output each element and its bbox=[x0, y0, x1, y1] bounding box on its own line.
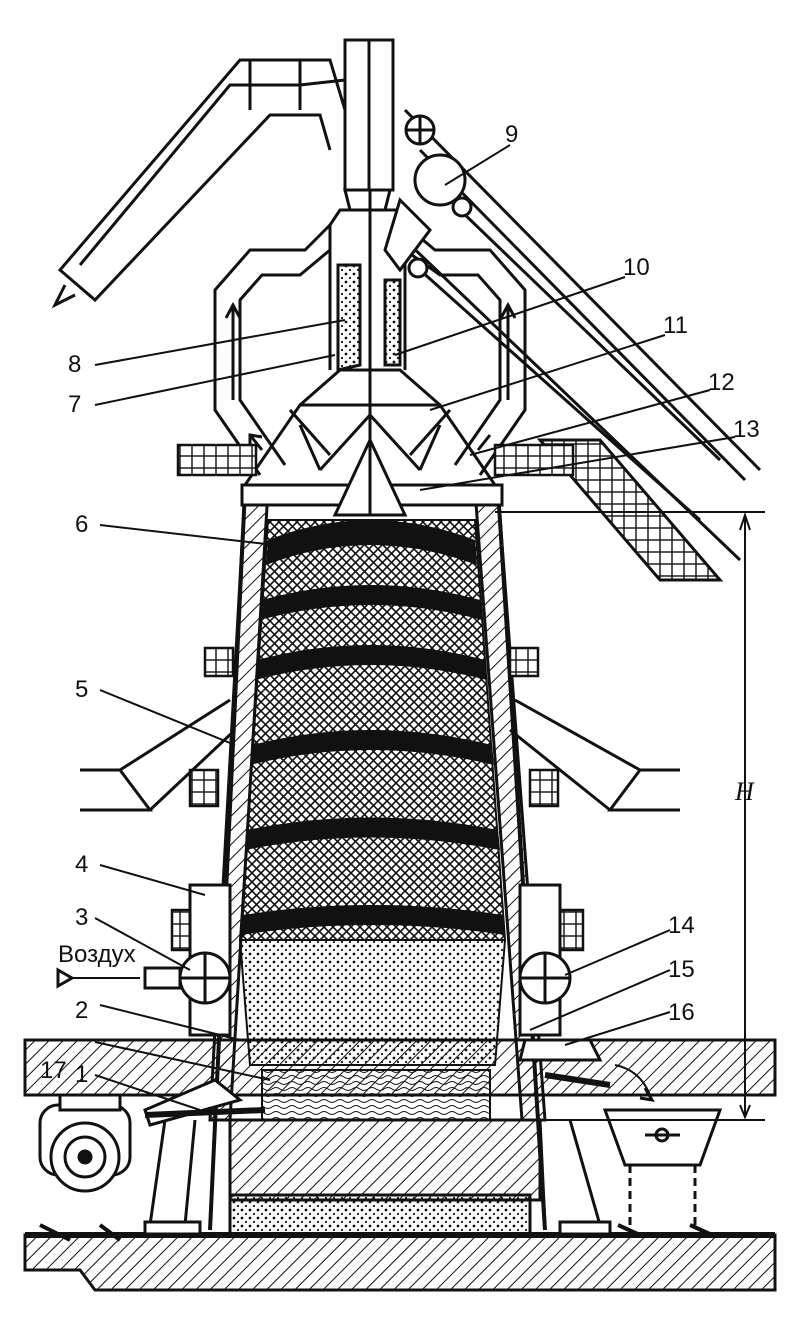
label-12: 12 bbox=[708, 369, 735, 396]
tapping-machine bbox=[38, 1078, 266, 1242]
label-8: 8 bbox=[68, 351, 81, 378]
label-5: 5 bbox=[75, 676, 88, 703]
skip-hoist-bridge bbox=[383, 108, 762, 582]
label-14: 14 bbox=[668, 912, 695, 939]
label-6: 6 bbox=[75, 511, 88, 538]
label-4: 4 bbox=[75, 851, 88, 878]
label-3: 3 bbox=[75, 904, 88, 931]
label-2: 2 bbox=[75, 997, 88, 1024]
downcomer-pipe bbox=[51, 58, 347, 309]
tuyeres bbox=[56, 951, 572, 1042]
label-10: 10 bbox=[623, 254, 650, 281]
label-7: 7 bbox=[68, 391, 81, 418]
slag-ladle bbox=[518, 1038, 723, 1237]
label-17: 17 bbox=[40, 1057, 67, 1084]
furnace-charge bbox=[238, 519, 507, 1121]
label-1: 1 bbox=[75, 1061, 88, 1088]
label-16: 16 bbox=[668, 999, 695, 1026]
height-dimension bbox=[495, 511, 765, 1121]
support-columns bbox=[143, 1119, 612, 1236]
charging-apparatus bbox=[243, 38, 497, 517]
air-label: Воздух bbox=[58, 941, 136, 968]
leader-lines bbox=[94, 144, 736, 1111]
label-11: 11 bbox=[663, 312, 688, 339]
label-9: 9 bbox=[505, 121, 518, 148]
label-13: 13 bbox=[733, 416, 760, 443]
height-label: H bbox=[734, 777, 755, 806]
foundation bbox=[23, 1038, 777, 1292]
label-15: 15 bbox=[668, 956, 695, 983]
callout-labels: 1 2 3 4 5 6 7 8 9 10 11 12 13 14 15 16 1… bbox=[40, 121, 760, 1088]
